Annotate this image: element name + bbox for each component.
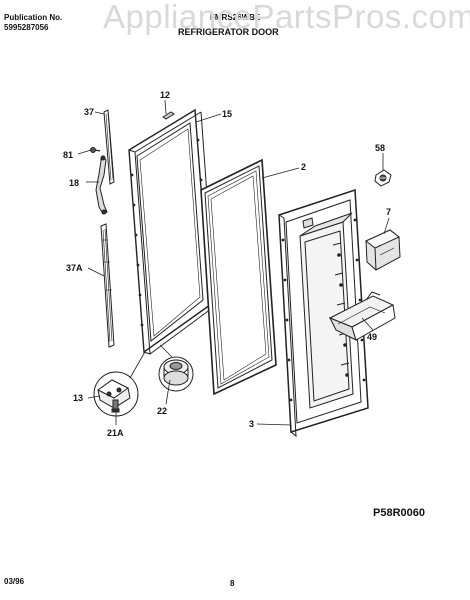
leader-lines — [77, 99, 390, 426]
watermark: AppliancePartsPros.com — [103, 0, 470, 35]
callout-3: 3 — [249, 419, 254, 429]
part-81-screw — [90, 147, 101, 153]
part-37a-trim-strip — [100, 223, 115, 348]
part-13-hinge — [97, 379, 131, 409]
callout-81: 81 — [63, 150, 73, 160]
model-number: FMRS26WBE — [210, 13, 261, 22]
callout-13: 13 — [73, 393, 83, 403]
publication-number: 5995287056 — [4, 23, 49, 32]
callout-7: 7 — [386, 207, 391, 217]
part-58-screw — [374, 169, 392, 187]
callout-22: 22 — [157, 406, 167, 416]
part-7-cover — [365, 229, 401, 271]
callout-37a: 37A — [66, 263, 83, 273]
footer-page: 8 — [230, 579, 235, 588]
callout-49: 49 — [367, 332, 377, 342]
part-37-trim-strip — [103, 109, 115, 185]
callout-12: 12 — [160, 90, 170, 100]
part-2-gasket — [200, 158, 277, 396]
part-15-door-panel — [128, 108, 216, 355]
callout-15: 15 — [222, 109, 232, 119]
part-21a-pin — [111, 399, 120, 413]
callout-18: 18 — [69, 178, 79, 188]
footer-date: 03/96 — [4, 577, 25, 586]
callout-58: 58 — [375, 143, 385, 153]
part-22-bushing — [163, 359, 189, 386]
part-3-door-liner — [278, 188, 369, 438]
section-title: REFRIGERATOR DOOR — [178, 27, 279, 37]
callout-21a: 21A — [107, 428, 124, 438]
part-18-handle — [95, 155, 108, 215]
part-49-bin — [328, 291, 396, 341]
publication-label: Publication No. — [4, 13, 63, 22]
callout-37: 37 — [84, 107, 94, 117]
part-12-plate — [162, 111, 175, 120]
callout-2: 2 — [301, 162, 306, 172]
figure-code: P58R0060 — [373, 507, 425, 519]
